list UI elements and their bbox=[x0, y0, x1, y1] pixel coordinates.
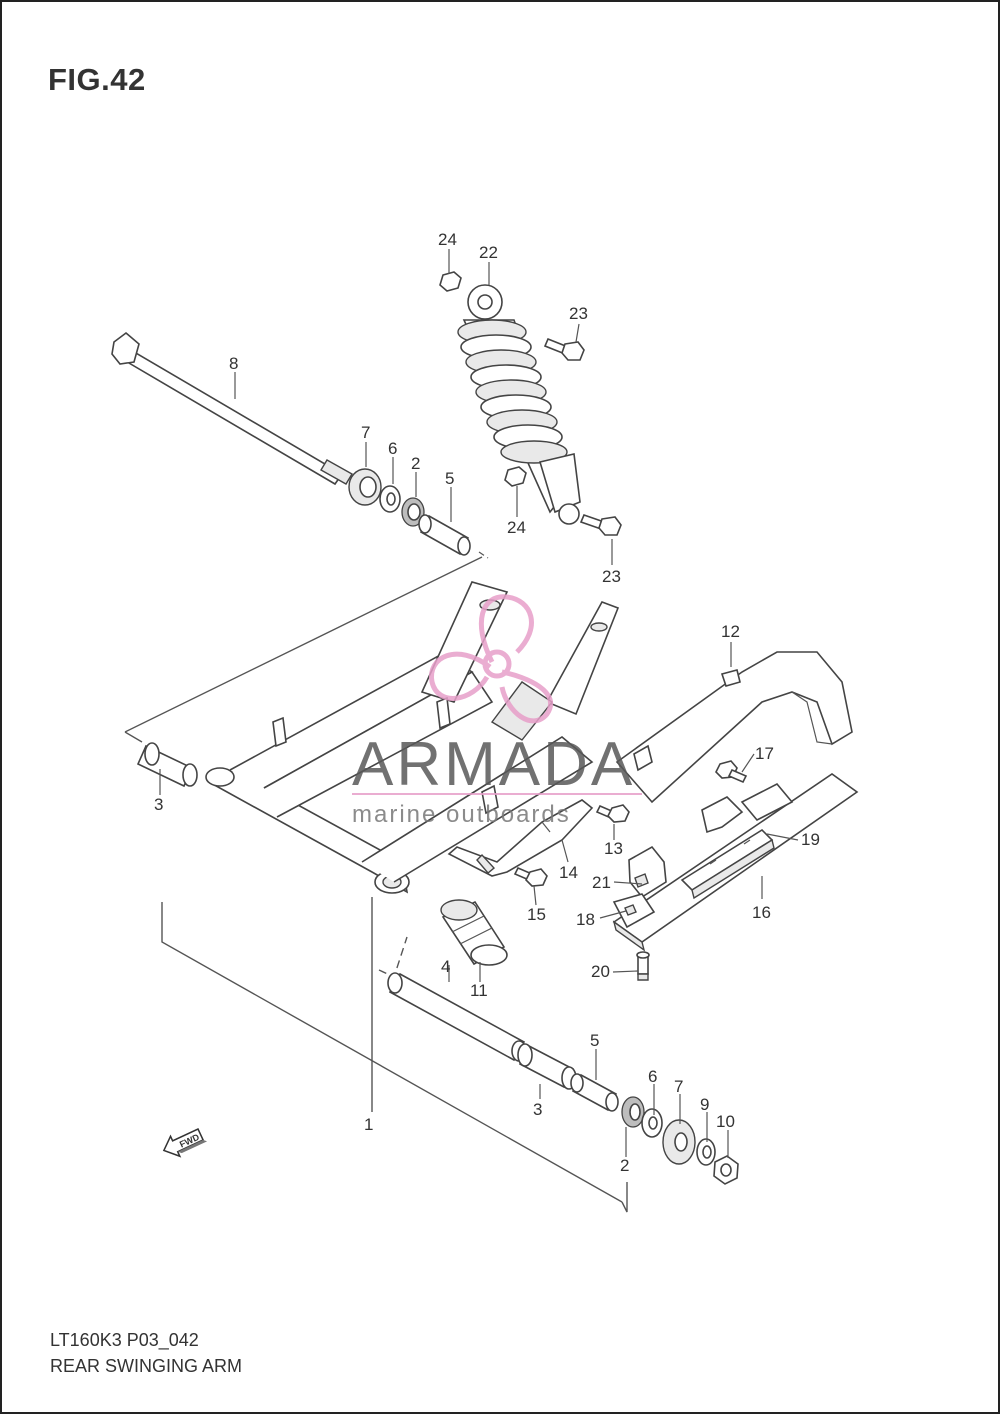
bolt-13 bbox=[595, 804, 630, 823]
callout-24-upper: 24 bbox=[438, 230, 457, 249]
callout-7-upper: 7 bbox=[361, 423, 370, 442]
callout-23-lower: 23 bbox=[602, 567, 621, 586]
shock-nut-upper bbox=[439, 271, 462, 292]
inner-sleeve bbox=[387, 972, 527, 1062]
pivot-shaft bbox=[111, 331, 353, 486]
propeller-logo-icon bbox=[428, 594, 553, 724]
bearing-upper bbox=[401, 497, 425, 527]
callout-7-lower: 7 bbox=[674, 1077, 683, 1096]
callout-labels: 24 22 23 8 7 6 2 5 24 23 12 17 3 19 13 1… bbox=[154, 230, 820, 1175]
shock-nut-lower bbox=[504, 466, 527, 487]
forward-direction-badge: FWD bbox=[162, 1128, 208, 1158]
shock-bolt-upper bbox=[543, 337, 585, 361]
callout-12: 12 bbox=[721, 622, 740, 641]
callout-20: 20 bbox=[591, 962, 610, 981]
callout-21: 21 bbox=[592, 873, 611, 892]
callout-8: 8 bbox=[229, 354, 238, 373]
callout-2-lower: 2 bbox=[620, 1156, 629, 1175]
callout-3-lower: 3 bbox=[533, 1100, 542, 1119]
callout-6-upper: 6 bbox=[388, 439, 397, 458]
callout-16: 16 bbox=[752, 903, 771, 922]
chain-guide-rail bbox=[680, 828, 775, 900]
callout-17: 17 bbox=[755, 744, 774, 763]
chain-case bbox=[615, 651, 853, 804]
bolt-17 bbox=[715, 760, 748, 784]
callout-5-lower: 5 bbox=[590, 1031, 599, 1050]
spacer-lower bbox=[570, 1073, 619, 1112]
callout-18: 18 bbox=[576, 910, 595, 929]
shock-bolt-lower bbox=[579, 513, 622, 536]
callout-15: 15 bbox=[527, 905, 546, 924]
callout-4: 4 bbox=[441, 957, 450, 976]
bearing-lower bbox=[621, 1096, 645, 1128]
dust-boot bbox=[440, 899, 508, 966]
callout-10: 10 bbox=[716, 1112, 735, 1131]
screw-20 bbox=[636, 951, 650, 981]
washer-upper bbox=[379, 485, 401, 513]
chain-guide-bracket bbox=[447, 799, 594, 877]
armada-watermark: ARMADA marine outboards bbox=[352, 594, 642, 828]
pivot-nut-lower bbox=[713, 1155, 739, 1185]
callout-14: 14 bbox=[559, 863, 578, 882]
leader-lines bbox=[159, 249, 799, 1158]
rear-shock-absorber bbox=[457, 284, 581, 525]
callout-3-left: 3 bbox=[154, 795, 163, 814]
callout-13: 13 bbox=[604, 839, 623, 858]
callout-2-upper: 2 bbox=[411, 454, 420, 473]
bushing-lower bbox=[517, 1043, 577, 1090]
swing-arm-body bbox=[205, 581, 620, 894]
watermark-tagline: marine outboards bbox=[352, 801, 571, 828]
callout-1: 1 bbox=[364, 1115, 373, 1134]
callout-22: 22 bbox=[479, 243, 498, 262]
washer-lower bbox=[641, 1108, 663, 1138]
callout-5-upper: 5 bbox=[445, 469, 454, 488]
model-code: LT160K3 P03_042 bbox=[50, 1330, 199, 1350]
washer-small bbox=[696, 1138, 716, 1166]
bolt-15 bbox=[513, 866, 548, 887]
watermark-brand: ARMADA bbox=[352, 730, 635, 799]
callout-11: 11 bbox=[470, 981, 488, 1000]
callout-19: 19 bbox=[801, 830, 820, 849]
figure-description: REAR SWINGING ARM bbox=[50, 1356, 243, 1376]
pivot-cap bbox=[662, 1119, 696, 1165]
callout-24-lower: 24 bbox=[507, 518, 526, 537]
guard-bracket bbox=[612, 845, 667, 929]
callout-6-lower: 6 bbox=[648, 1067, 657, 1086]
callout-23-upper: 23 bbox=[569, 304, 588, 323]
spacer-upper bbox=[418, 514, 471, 556]
bushing-left bbox=[136, 742, 198, 788]
figure-title: FIG.42 bbox=[48, 62, 146, 97]
callout-9: 9 bbox=[700, 1095, 709, 1114]
pivot-nut-upper bbox=[348, 468, 382, 506]
